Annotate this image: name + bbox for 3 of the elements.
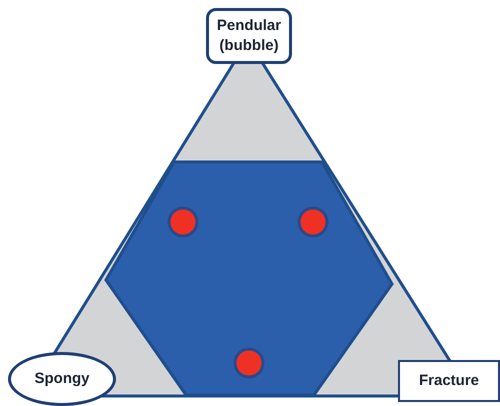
oval-label: Spongy xyxy=(8,352,116,406)
label-box: Fracture xyxy=(398,360,500,402)
rounded-label-box: Pendular (bubble) xyxy=(206,8,292,64)
